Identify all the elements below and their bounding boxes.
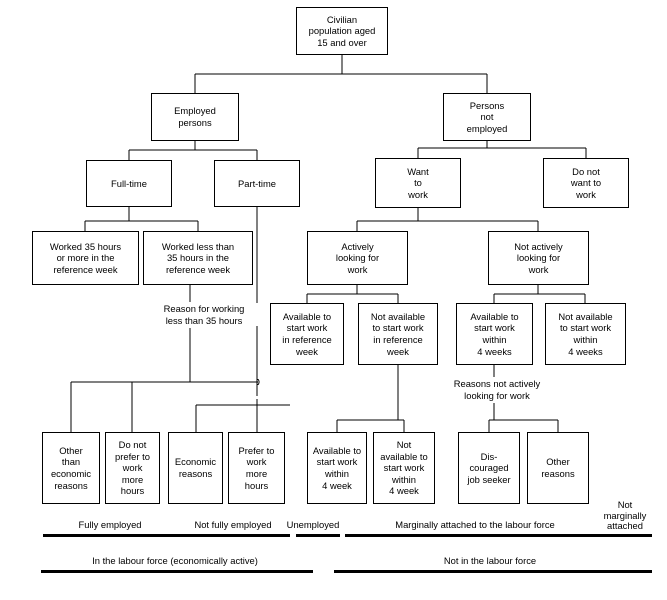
node-part-time: Part-time [214,160,300,207]
node-part-time-label: Part-time [237,177,277,189]
node-not-available-start-4-week: Not available to start work within 4 wee… [373,432,435,504]
node-persons-not-employed-label: Persons not employed [466,99,508,134]
node-worked-less-than-35: Worked less than 35 hours in the referen… [143,231,253,285]
node-employed-persons: Employed persons [151,93,239,141]
bottom-bar-not-in-labour-force [334,570,652,573]
node-other-reasons: Other reasons [527,432,589,504]
bottom-label-not-in-labour-force: Not in the labour force [443,555,537,566]
node-civilian-label: Civilian population aged 15 and over [308,13,376,48]
bracket-label-not-fully-employed: Not fully employed [194,519,272,530]
node-want-to-work: Want to work [375,158,461,208]
bracket-bar-marginally-attached [345,534,605,537]
node-other-than-economic-reasons: Other than economic reasons [42,432,100,504]
node-available-within-4-weeks: Available to start work within 4 weeks [456,303,533,365]
node-civilian: Civilian population aged 15 and over [296,7,388,55]
node-available-reference-week: Available to start work in reference wee… [270,303,344,365]
node-discouraged-job-seeker-label: Dis- couraged job seeker [467,450,511,485]
node-not-actively-looking-for-work-label: Not actively looking for work [514,240,563,275]
node-prefer-work-more-hours: Prefer to work more hours [228,432,285,504]
node-other-reasons-label: Other reasons [541,456,575,479]
node-do-not-want-to-work: Do not want to work [543,158,629,208]
bracket-label-marginally-attached: Marginally attached to the labour force [395,519,555,530]
node-worked-35-or-more-label: Worked 35 hours or more in the reference… [49,240,122,275]
bracket-label-not-marginally-attached: Not marginally attached [603,499,647,532]
bottom-bar-in-labour-force [41,570,313,573]
bracket-label-fully-employed: Fully employed [78,519,142,530]
node-do-not-prefer-more-hours-label: Do not prefer to work more hours [115,439,150,497]
node-not-available-reference-week-label: Not available to start work in reference… [370,310,426,357]
node-do-not-want-to-work-label: Do not want to work [570,165,602,200]
bracket-bar-unemployed [296,534,340,537]
node-economic-reasons-label: Economic reasons [174,456,217,479]
node-worked-less-than-35-label: Worked less than 35 hours in the referen… [161,240,235,275]
node-not-available-within-4-weeks: Not available to start work within 4 wee… [545,303,626,365]
node-available-start-4-week-label: Available to start work within 4 week [312,444,362,491]
label-reason-working-less-than-35: Reason for working less than 35 hours [146,303,262,327]
node-not-available-reference-week: Not available to start work in reference… [358,303,438,365]
node-available-within-4-weeks-label: Available to start work within 4 weeks [470,310,519,357]
node-discouraged-job-seeker: Dis- couraged job seeker [458,432,520,504]
bottom-label-in-labour-force: In the labour force (economically active… [92,555,258,566]
bracket-bar-not-fully-employed [176,534,290,537]
node-economic-reasons: Economic reasons [168,432,223,504]
bracket-bar-not-marginally-attached [600,534,652,537]
node-not-actively-looking-for-work: Not actively looking for work [488,231,589,285]
label-reasons-not-actively-looking: Reasons not actively looking for work [430,378,564,402]
node-actively-looking-for-work-label: Actively looking for work [335,240,380,275]
node-not-available-start-4-week-label: Not available to start work within 4 wee… [380,439,428,497]
node-available-reference-week-label: Available to start work in reference wee… [282,310,332,357]
node-employed-persons-label: Employed persons [174,105,216,128]
node-actively-looking-for-work: Actively looking for work [307,231,408,285]
node-want-to-work-label: Want to work [407,165,429,200]
bracket-bar-fully-employed [43,534,177,537]
node-not-available-within-4-weeks-label: Not available to start work within 4 wee… [558,310,613,357]
node-available-start-4-week: Available to start work within 4 week [307,432,367,504]
node-persons-not-employed: Persons not employed [443,93,531,141]
node-full-time-label: Full-time [111,177,147,189]
node-do-not-prefer-more-hours: Do not prefer to work more hours [105,432,160,504]
node-other-than-economic-reasons-label: Other than economic reasons [50,444,92,491]
node-full-time: Full-time [86,160,172,207]
node-prefer-work-more-hours-label: Prefer to work more hours [238,444,275,491]
bracket-label-unemployed: Unemployed [286,519,340,530]
node-worked-35-or-more: Worked 35 hours or more in the reference… [32,231,139,285]
